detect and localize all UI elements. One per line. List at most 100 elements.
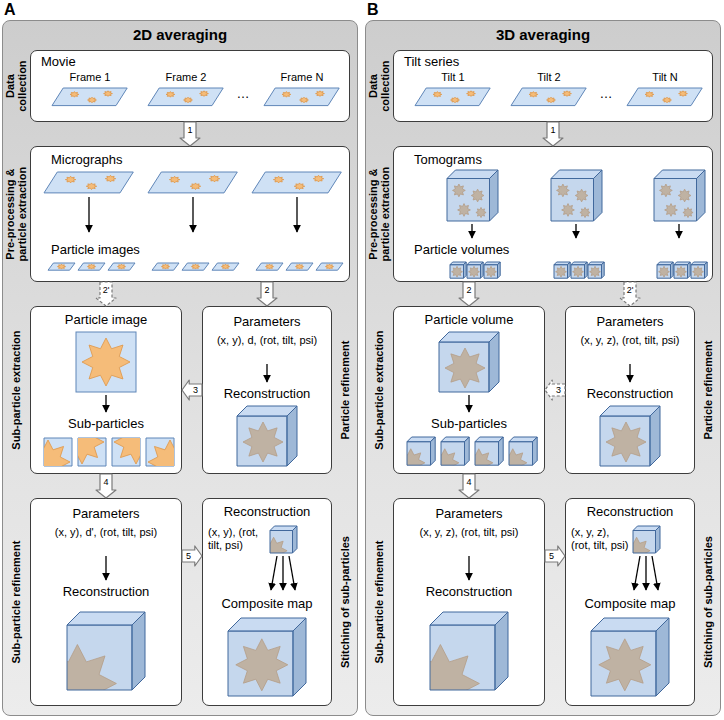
label-slot: Tilt 2 bbox=[519, 71, 579, 84]
stage-label: Particle refinement bbox=[339, 341, 351, 440]
step-text: Sub-particles bbox=[68, 416, 144, 432]
step-text: Micrographs bbox=[51, 152, 123, 168]
text-slot: Reconstruction bbox=[203, 504, 331, 520]
image-label: Frame 2 bbox=[166, 71, 207, 84]
side-label-slot: Sub-particle extraction bbox=[373, 310, 385, 470]
label-slot: … bbox=[586, 86, 626, 102]
stage-label: Pre-processing & particle extraction bbox=[367, 150, 391, 278]
parameter-text: (x, y), (rot, tilt, psi) bbox=[208, 526, 266, 552]
text-slot: 2D averaging bbox=[3, 26, 357, 44]
flow-arrow bbox=[105, 395, 106, 412]
step-number: 4 bbox=[466, 478, 471, 487]
step-text: Particle images bbox=[51, 242, 140, 258]
step-number-slot: 2 bbox=[264, 286, 269, 295]
flow-arrow bbox=[575, 224, 576, 238]
parameter-text: (x, y), d', (rot, tilt, psi) bbox=[55, 526, 157, 539]
step-text: Parameters bbox=[233, 314, 300, 330]
particle-volume bbox=[571, 262, 587, 278]
text-slot: Parameters bbox=[31, 506, 181, 522]
side-label-slot: Stitching of sub-particles bbox=[702, 502, 714, 702]
particle-volume bbox=[691, 262, 707, 278]
step-text: Reconstruction bbox=[426, 584, 513, 600]
frame-image bbox=[52, 88, 127, 106]
step-number: 1 bbox=[187, 126, 192, 135]
particle-volumes bbox=[450, 262, 707, 278]
stage-label: Particle refinement bbox=[702, 341, 714, 440]
step-number-slot: 2' bbox=[627, 286, 634, 295]
step-text: Parameters bbox=[72, 506, 139, 522]
text-slot: Particle image bbox=[31, 312, 181, 328]
text-slot: (x, y, z), (rot, tilt, psi) bbox=[571, 526, 629, 552]
step-text: Composite map bbox=[584, 596, 675, 612]
stage-label: Sub-particle extraction bbox=[10, 330, 22, 449]
text-slot: Sub-particles bbox=[31, 416, 181, 432]
particle-image-2d bbox=[76, 332, 136, 392]
text-slot: Reconstruction bbox=[394, 584, 544, 600]
step-text: Parameters bbox=[596, 314, 663, 330]
tilt-image bbox=[511, 88, 586, 106]
text-slot: Reconstruction bbox=[566, 504, 694, 520]
tomogram bbox=[447, 170, 498, 221]
composite-cube bbox=[228, 618, 306, 696]
text-slot: Particle volumes bbox=[414, 242, 614, 258]
particle-image bbox=[182, 263, 209, 270]
text-slot: Reconstruction bbox=[566, 386, 694, 402]
particle-image bbox=[108, 263, 135, 270]
step-text: Tomograms bbox=[414, 152, 482, 168]
step-number: 2' bbox=[103, 286, 110, 295]
micrograph bbox=[148, 172, 237, 193]
text-slot: Reconstruction bbox=[31, 584, 181, 600]
step-number: 2 bbox=[264, 286, 269, 295]
step-number: 5 bbox=[549, 552, 554, 561]
image-label: Frame 1 bbox=[70, 71, 111, 84]
image-label: Tilt 1 bbox=[441, 71, 464, 84]
particle-volume bbox=[484, 262, 500, 278]
text-slot: Composite map bbox=[203, 596, 331, 612]
micrographs bbox=[44, 172, 341, 193]
particle-volume-cube bbox=[439, 332, 499, 392]
particle-volume bbox=[657, 262, 673, 278]
particle-image bbox=[78, 263, 105, 270]
stage-label: Sub-particle extraction bbox=[373, 330, 385, 449]
step-number-slot: 2' bbox=[103, 286, 110, 295]
flow-arrow bbox=[105, 556, 106, 580]
micrograph bbox=[252, 172, 341, 193]
frame-image bbox=[148, 88, 223, 106]
parameter-text: (x, y, z), (rot, tilt, psi) bbox=[420, 526, 519, 539]
side-label-slot: Stitching of sub-particles bbox=[339, 502, 351, 702]
flow-arrow bbox=[678, 224, 679, 238]
text-slot: Sub-particles bbox=[394, 416, 544, 432]
step-number-slot: 5 bbox=[186, 552, 191, 561]
side-label-slot: Data collection bbox=[4, 54, 28, 118]
step-text: Particle image bbox=[65, 312, 147, 328]
step-number: 4 bbox=[103, 478, 108, 487]
particle-image bbox=[152, 263, 179, 270]
label-slot: Frame N bbox=[272, 71, 332, 84]
panel-letter: B bbox=[367, 0, 379, 19]
step-number-slot: 3 bbox=[556, 386, 561, 395]
text-slot: Particle volume bbox=[394, 312, 544, 328]
side-label-slot: Data collection bbox=[367, 54, 391, 118]
particle-image bbox=[48, 263, 75, 270]
flow-arrow bbox=[629, 364, 630, 382]
method-panel: 2D averagingData collectionMoviePre-proc… bbox=[2, 20, 358, 716]
stage-label: Pre-processing & particle extraction bbox=[4, 150, 28, 278]
step-number-slot: 3 bbox=[193, 386, 198, 395]
side-label-slot: Pre-processing & particle extraction bbox=[367, 150, 391, 278]
side-label-slot: Particle refinement bbox=[339, 310, 351, 470]
step-box: Data collectionTilt series bbox=[393, 50, 713, 122]
reconstruction-cube bbox=[237, 406, 297, 466]
flow-arrow bbox=[645, 556, 646, 590]
particle-volume bbox=[588, 262, 604, 278]
label-slot: A bbox=[4, 0, 28, 19]
tilt-image bbox=[627, 88, 702, 106]
step-box: Pre-processing & particle extractionMicr… bbox=[30, 146, 350, 282]
step-text: Composite map bbox=[221, 596, 312, 612]
step-number: 3 bbox=[556, 386, 561, 395]
image-label: … bbox=[237, 86, 250, 102]
label-slot: Tilt 1 bbox=[423, 71, 483, 84]
particle-volume bbox=[450, 262, 466, 278]
text-slot: Micrographs bbox=[51, 152, 251, 168]
